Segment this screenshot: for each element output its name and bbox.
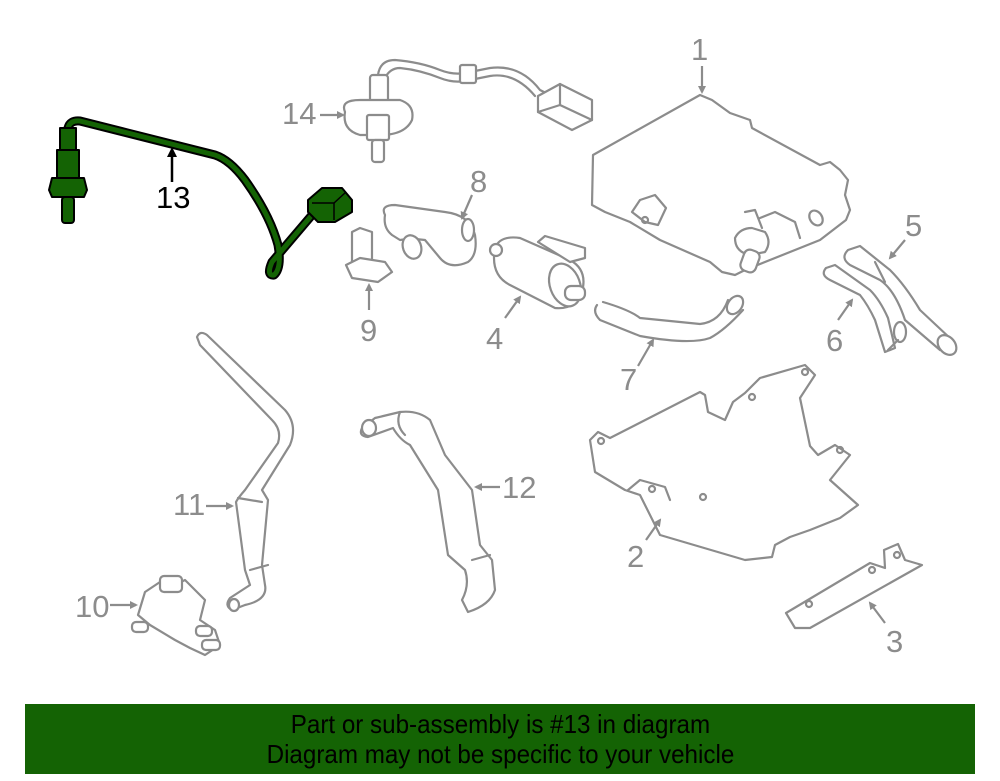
part-1-canister[interactable] [590,93,852,277]
callout-5[interactable]: 5 [905,208,923,243]
part-11-hose[interactable] [195,331,295,613]
part-4-filter[interactable] [488,234,587,311]
callout-1[interactable]: 1 [691,32,709,67]
part-13-oxygen-sensor[interactable] [48,116,353,280]
part-3-bracket[interactable] [784,542,924,630]
part-6-hose[interactable] [822,263,908,354]
callout-8[interactable]: 8 [470,164,488,199]
callout-13[interactable]: 13 [156,180,191,215]
parts-diagram [48,58,960,657]
part-2-bracket[interactable] [588,363,860,562]
part-12-hose[interactable] [359,410,497,614]
callout-4[interactable]: 4 [486,321,504,356]
callout-2[interactable]: 2 [627,539,645,574]
callout-11[interactable]: 11 [173,487,206,522]
part-9-clip[interactable] [344,226,394,284]
part-10-valve[interactable] [130,574,222,657]
callout-3[interactable]: 3 [886,624,904,659]
part-14-oxygen-sensor[interactable] [342,58,594,164]
banner-line-part-number: Part or sub-assembly is #13 in diagram [290,709,710,739]
callout-10[interactable]: 10 [75,589,110,624]
callout-9[interactable]: 9 [360,313,378,348]
part-7-hose[interactable] [593,293,746,343]
callout-12[interactable]: 12 [502,470,537,505]
banner-line-disclaimer: Diagram may not be specific to your vehi… [266,739,734,769]
part-8-hose[interactable] [382,203,477,267]
part-5-hose[interactable] [843,244,960,359]
callout-7[interactable]: 7 [620,362,638,397]
callout-14[interactable]: 14 [282,96,317,131]
info-banner: Part or sub-assembly is #13 in diagram D… [25,704,975,774]
callout-6[interactable]: 6 [826,323,844,358]
